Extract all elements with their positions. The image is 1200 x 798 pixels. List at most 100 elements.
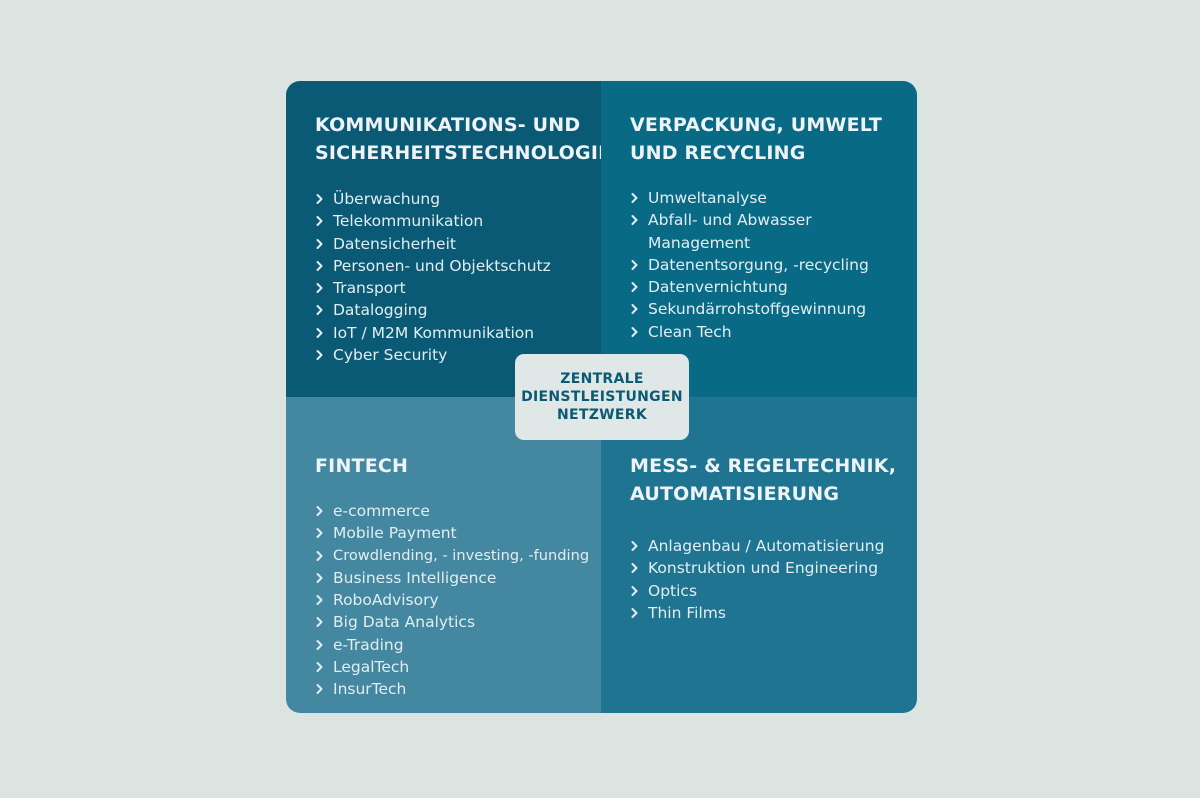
list-item-label: Thin Films (648, 603, 726, 622)
list-item: Mobile Payment (315, 522, 589, 544)
list-item: e-Trading (315, 634, 589, 656)
chevron-right-icon (316, 260, 323, 271)
quadrant-item-list: Überwachung Telekommunikation Datensiche… (315, 188, 551, 366)
chevron-right-icon (316, 506, 323, 516)
list-item: Optics (630, 580, 884, 602)
quadrant-packaging-recycling: VERPACKUNG, UMWELT UND RECYCLING Umwelta… (601, 81, 917, 397)
list-item-label: Crowdlending, - investing, -funding (333, 546, 590, 564)
chevron-right-icon (316, 283, 323, 294)
list-item: Datensicherheit (315, 233, 551, 255)
list-item: Telekommunikation (315, 210, 551, 232)
list-item-label: Datenvernichtung (648, 278, 788, 297)
list-item-label: Telekommunikation (333, 212, 484, 231)
quadrant-title-line: UND RECYCLING (630, 142, 806, 164)
chevron-right-icon (316, 662, 323, 673)
quadrant-title: MESS- & REGELTECHNIK, AUTOMATISIERUNG (630, 452, 896, 508)
central-services-line: ZENTRALE (560, 371, 644, 387)
quadrant-title: VERPACKUNG, UMWELT UND RECYCLING (630, 111, 882, 167)
list-item-label: Cyber Security (333, 346, 448, 365)
list-item-label: Umweltanalyse (648, 189, 767, 207)
chevron-right-icon (316, 595, 323, 606)
chevron-right-icon (316, 528, 323, 539)
chevron-right-icon (631, 585, 638, 596)
quadrant-title-line: MESS- & REGELTECHNIK, (630, 455, 897, 477)
chevron-right-icon (316, 216, 323, 227)
list-item: e-commerce (315, 500, 589, 522)
list-item: Thin Films (630, 602, 884, 624)
list-item: Datenentsorgung, -recycling (630, 254, 869, 276)
central-services-box: ZENTRALE DIENSTLEISTUNGEN NETZWERK (515, 354, 689, 440)
chevron-right-icon (316, 238, 323, 249)
quadrant-title-line: AUTOMATISIERUNG (630, 483, 840, 505)
chevron-right-icon (631, 259, 638, 270)
list-item-label: Transport (333, 279, 406, 298)
list-item-label: Datenentsorgung, -recycling (648, 255, 869, 274)
chevron-right-icon (631, 541, 638, 551)
chevron-right-icon (316, 639, 323, 650)
list-item: Konstruktion und Engineering (630, 557, 884, 579)
list-item-label: Management (648, 233, 751, 252)
list-item-label: Überwachung (333, 190, 441, 208)
list-item: Clean Tech (630, 321, 869, 343)
list-item: Business Intelligence (315, 567, 589, 589)
list-item: RoboAdvisory (315, 589, 589, 611)
list-item-label: LegalTech (333, 658, 410, 677)
list-item-label: Konstruktion und Engineering (648, 559, 879, 578)
list-item-label: RoboAdvisory (333, 591, 439, 610)
list-item-label: Abfall- und Abwasser (648, 211, 812, 230)
list-item-label: Mobile Payment (333, 524, 457, 543)
list-item: Abfall- und Abwasser (630, 209, 869, 231)
chevron-right-icon (631, 326, 638, 337)
quadrant-fintech: FINTECH e-commerce Mobile Payment Crowdl… (286, 397, 601, 713)
list-item-label: e-commerce (333, 502, 430, 520)
list-item-label: Anlagenbau / Automatisierung (648, 537, 885, 555)
list-item: Crowdlending, - investing, -funding (315, 545, 589, 567)
quadrant-title-line: FINTECH (315, 455, 409, 477)
quadrant-title: KOMMUNIKATIONS- UND SICHERHEITSTECHNOLOG… (315, 111, 611, 167)
chevron-right-icon (631, 607, 638, 618)
quadrant-item-list: e-commerce Mobile Payment Crowdlending, … (315, 500, 589, 701)
central-services-line: DIENSTLEISTUNGEN (521, 389, 683, 405)
list-item-label: e-Trading (333, 635, 404, 654)
list-item: Cyber Security (315, 344, 551, 366)
list-item: LegalTech (315, 656, 589, 678)
list-item: Transport (315, 277, 551, 299)
list-item-label: Datensicherheit (333, 234, 456, 253)
chevron-right-icon (316, 305, 323, 316)
list-item: Big Data Analytics (315, 611, 589, 633)
chevron-right-icon (631, 282, 638, 293)
quadrant-title-line: VERPACKUNG, UMWELT (630, 114, 883, 136)
chevron-right-icon (316, 617, 323, 628)
quadrant-title: FINTECH (315, 452, 408, 480)
list-item: Personen- und Objektschutz (315, 255, 551, 277)
quadrant-communication-security: KOMMUNIKATIONS- UND SICHERHEITSTECHNOLOG… (286, 81, 611, 397)
list-item: Überwachung (315, 188, 551, 210)
quadrant-item-list: Anlagenbau / Automatisierung Konstruktio… (630, 535, 884, 624)
quadrant-measurement-automation: MESS- & REGELTECHNIK, AUTOMATISIERUNG An… (601, 397, 917, 713)
list-item-label: Clean Tech (648, 322, 732, 341)
list-item-continuation: Management (630, 232, 869, 254)
list-item: Sekundärrohstoffgewinnung (630, 298, 869, 320)
quadrant-item-list: Umweltanalyse Abfall- und Abwasser Manag… (630, 187, 869, 343)
list-item-label: Big Data Analytics (333, 613, 476, 632)
list-item-label: Sekundärrohstoffgewinnung (648, 300, 867, 319)
list-item: IoT / M2M Kommunikation (315, 322, 551, 344)
list-item-label: Personen- und Objektschutz (333, 256, 551, 275)
list-item: InsurTech (315, 678, 589, 700)
chevron-right-icon (316, 194, 323, 204)
chevron-right-icon (316, 550, 323, 561)
list-item-label: IoT / M2M Kommunikation (333, 323, 535, 342)
chevron-right-icon (631, 215, 638, 226)
chevron-right-icon (631, 563, 638, 574)
central-services-line: NETZWERK (556, 407, 648, 423)
quadrant-title-line: KOMMUNIKATIONS- UND (315, 114, 581, 136)
list-item: Umweltanalyse (630, 187, 869, 209)
chevron-right-icon (316, 572, 323, 583)
quadrant-title-line: SICHERHEITSTECHNOLOGIE (315, 142, 612, 164)
service-matrix: KOMMUNIKATIONS- UND SICHERHEITSTECHNOLOG… (286, 81, 917, 713)
chevron-right-icon (316, 684, 323, 695)
list-item: Datalogging (315, 299, 551, 321)
list-item-label: Datalogging (333, 301, 428, 320)
chevron-right-icon (631, 304, 638, 315)
chevron-right-icon (631, 193, 638, 203)
